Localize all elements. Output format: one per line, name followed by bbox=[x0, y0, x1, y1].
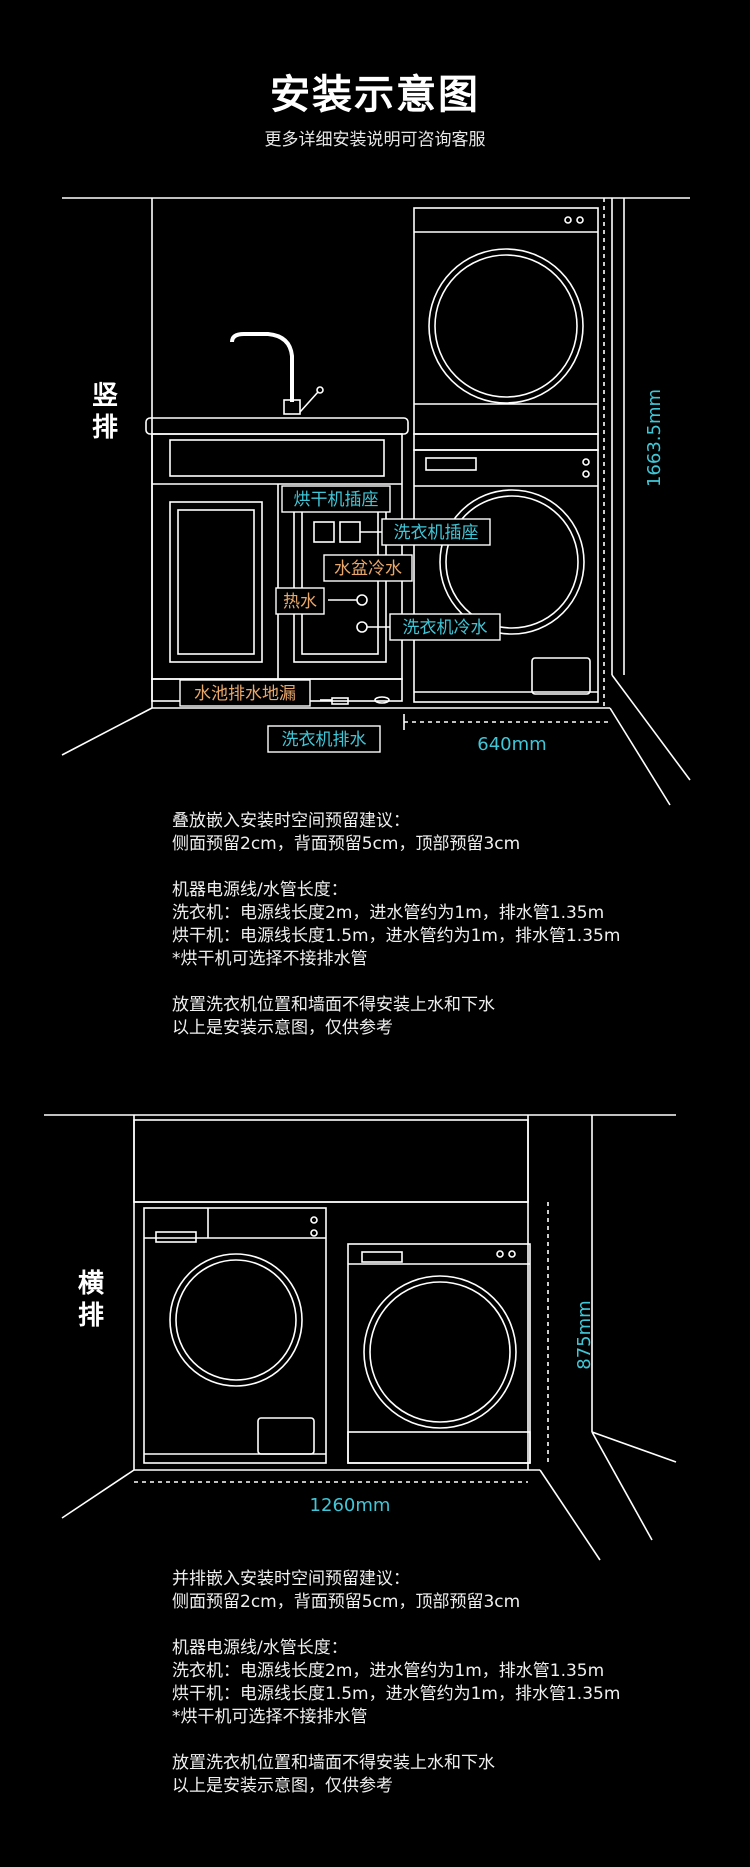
sink-drain-label-box bbox=[179, 679, 311, 707]
note-line: *烘干机可选择不接排水管 bbox=[172, 1707, 368, 1727]
hot-water-label: 热水 bbox=[283, 592, 317, 612]
note-line: 机器电源线/水管长度： bbox=[172, 1638, 348, 1658]
horizontal-width-dimension: 1260mm bbox=[310, 1495, 391, 1516]
washer-cold-label-box bbox=[389, 613, 501, 641]
page-subtitle: 更多详细安装说明可咨询客服 bbox=[264, 130, 486, 150]
horizontal-side-label: 横排 bbox=[77, 1269, 104, 1331]
note-line bbox=[172, 1729, 620, 1752]
vertical-width-dimension: 640mm bbox=[477, 734, 546, 755]
note-line: 以上是安装示意图，仅供参考 bbox=[172, 1776, 393, 1796]
horizontal-notes: 并排嵌入安装时空间预留建议： 侧面预留2cm，背面预留5cm，顶部预留3cm 机… bbox=[172, 1568, 620, 1798]
vertical-install-diagram bbox=[61, 197, 691, 806]
washer-socket-label: 洗衣机插座 bbox=[394, 523, 479, 543]
note-line: 洗衣机：电源线长度2m，进水管约为1m，排水管1.35m bbox=[172, 1661, 605, 1681]
washer-drain-label-box bbox=[267, 725, 381, 753]
basin-cold-label: 水盆冷水 bbox=[334, 559, 402, 579]
hot-water-label-box bbox=[275, 587, 325, 615]
dryer-socket-label-box bbox=[281, 485, 391, 513]
page-title: 安装示意图 bbox=[270, 72, 480, 118]
note-line: 侧面预留2cm，背面预留5cm，顶部预留3cm bbox=[172, 1592, 521, 1612]
note-line: 洗衣机：电源线长度2m，进水管约为1m，排水管1.35m bbox=[172, 903, 605, 923]
note-line: 烘干机：电源线长度1.5m，进水管约为1m，排水管1.35m bbox=[172, 1684, 621, 1704]
basin-cold-label-box bbox=[323, 554, 413, 582]
note-line: 放置洗衣机位置和墙面不得安装上水和下水 bbox=[172, 1753, 495, 1773]
vertical-side-label: 竖排 bbox=[91, 381, 118, 443]
washer-drain-label: 洗衣机排水 bbox=[282, 730, 367, 750]
note-line: 侧面预留2cm，背面预留5cm，顶部预留3cm bbox=[172, 834, 521, 854]
note-line: 以上是安装示意图，仅供参考 bbox=[172, 1018, 393, 1038]
washer-cold-label: 洗衣机冷水 bbox=[403, 618, 488, 638]
washer-socket-label-box bbox=[381, 518, 491, 546]
horizontal-height-dimension: 875mm bbox=[574, 1300, 595, 1369]
note-line: *烘干机可选择不接排水管 bbox=[172, 949, 368, 969]
note-line: 放置洗衣机位置和墙面不得安装上水和下水 bbox=[172, 995, 495, 1015]
note-line: 并排嵌入安装时空间预留建议： bbox=[172, 1569, 410, 1589]
note-line bbox=[172, 1614, 620, 1637]
note-line: 机器电源线/水管长度： bbox=[172, 880, 348, 900]
vertical-height-dimension: 1663.5mm bbox=[644, 389, 665, 487]
sink-drain-label: 水池排水地漏 bbox=[194, 684, 296, 704]
note-line: 叠放嵌入安装时空间预留建议： bbox=[172, 811, 410, 831]
vertical-labels-layer: 烘干机插座 洗衣机插座 水盆冷水 热水 洗衣机冷水 水池排水地漏 洗衣机排水 1… bbox=[179, 389, 665, 755]
note-line: 烘干机：电源线长度1.5m，进水管约为1m，排水管1.35m bbox=[172, 926, 621, 946]
vertical-notes: 叠放嵌入安装时空间预留建议： 侧面预留2cm，背面预留5cm，顶部预留3cm 机… bbox=[172, 810, 620, 1040]
dryer-socket-label: 烘干机插座 bbox=[294, 490, 379, 510]
